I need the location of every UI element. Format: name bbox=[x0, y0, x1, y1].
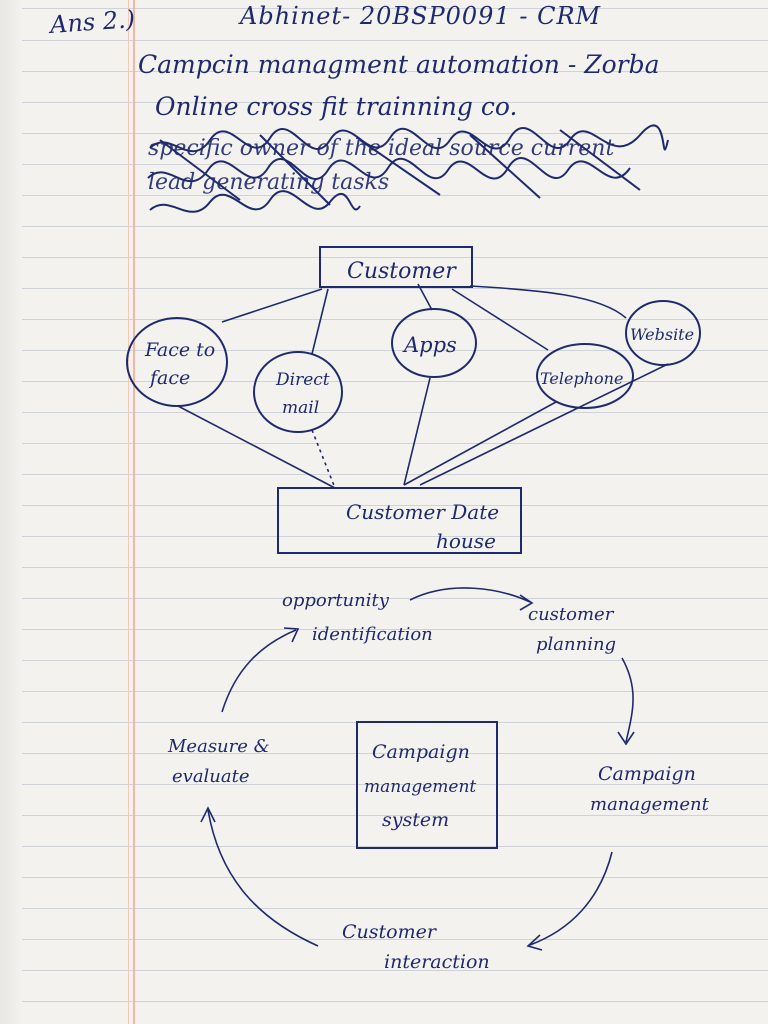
customer-data-house-box bbox=[277, 487, 522, 554]
opportunity-label-2: identification bbox=[312, 624, 433, 645]
scratched-note: specific owner of the ideal source curre… bbox=[148, 136, 615, 195]
face-to-face-label-2: face bbox=[148, 367, 190, 389]
diagram1-connectors bbox=[177, 283, 669, 489]
measure-label-1: Measure & bbox=[167, 736, 270, 757]
website-node bbox=[625, 300, 701, 366]
scratch-out-scribble bbox=[147, 124, 669, 213]
direct-mail-label-1: Direct bbox=[275, 370, 330, 390]
telephone-node bbox=[536, 343, 634, 409]
center-label-3: system bbox=[382, 809, 449, 831]
company-line: Online cross fit trainning co. bbox=[155, 92, 518, 121]
campaign-system-box bbox=[356, 721, 498, 849]
campaign-mgmt-label-2: management bbox=[590, 794, 710, 815]
apps-label: Apps bbox=[402, 333, 457, 357]
interaction-label-2: interaction bbox=[384, 951, 490, 973]
opportunity-label-1: opportunity bbox=[282, 590, 390, 611]
face-to-face-label-1: Face to bbox=[144, 339, 215, 361]
measure-label-2: evaluate bbox=[172, 766, 250, 787]
campaign-mgmt-label-1: Campaign bbox=[598, 763, 696, 785]
planning-label-1: customer bbox=[528, 604, 615, 625]
topic-line: Campcin managment automation - Zorba bbox=[138, 50, 660, 79]
data-house-label-1: Customer Date bbox=[346, 500, 499, 524]
interaction-label-1: Customer bbox=[342, 921, 438, 943]
data-house-label-2: house bbox=[436, 529, 496, 553]
direct-mail-node bbox=[253, 351, 343, 433]
center-label-1: Campaign bbox=[372, 741, 470, 763]
planning-label-2: planning bbox=[536, 634, 616, 655]
telephone-label: Telephone bbox=[540, 369, 623, 388]
customer-label: Customer bbox=[347, 259, 457, 284]
customer-box bbox=[319, 246, 473, 288]
face-to-face-node bbox=[126, 317, 228, 407]
margin-line bbox=[133, 0, 135, 1024]
page-edge-shadow bbox=[0, 0, 22, 1024]
website-label: Website bbox=[630, 325, 694, 344]
margin-line-inner bbox=[128, 0, 129, 1024]
center-label-2: management bbox=[364, 777, 476, 797]
direct-mail-label-2: mail bbox=[282, 398, 319, 418]
diagram2-cycle-arrows bbox=[200, 587, 635, 951]
apps-node bbox=[391, 308, 477, 378]
student-name-line: Abhinet- 20BSP0091 - CRM bbox=[240, 2, 602, 30]
